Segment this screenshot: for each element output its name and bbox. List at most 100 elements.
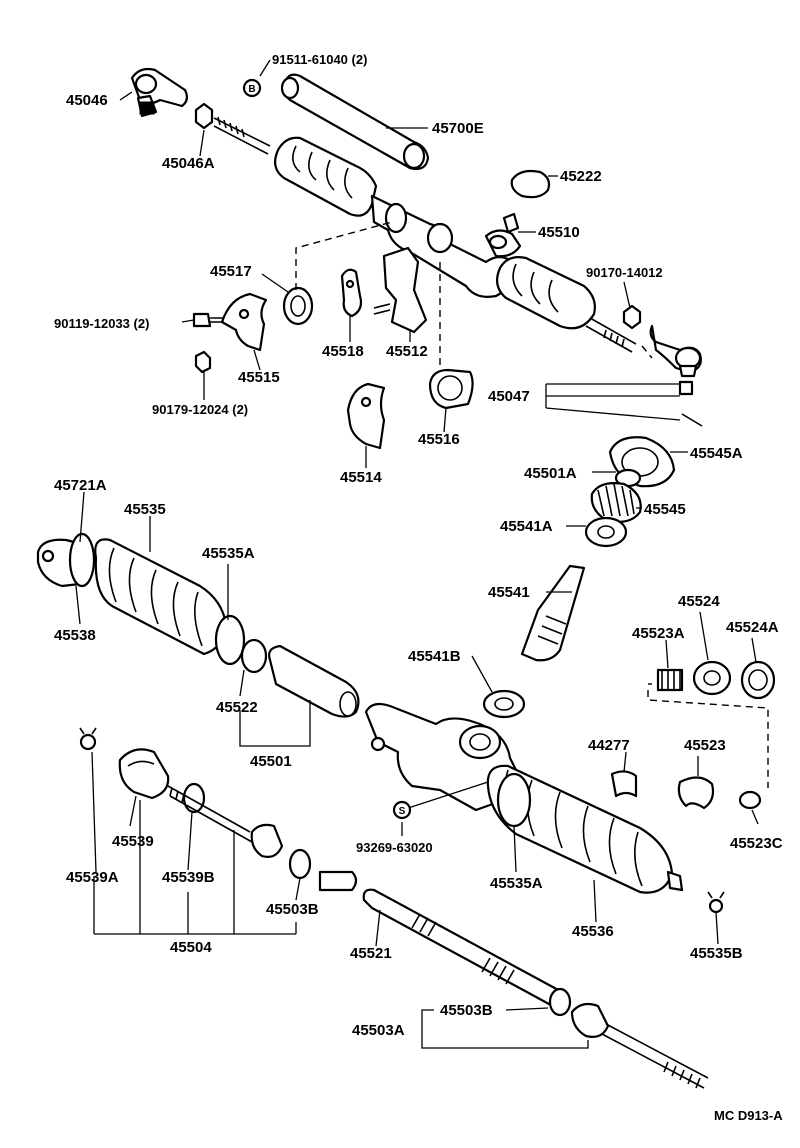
assembly-dashed-lines — [295, 221, 769, 788]
bracket-45514 — [346, 382, 386, 450]
label-45523A: 45523A — [632, 625, 685, 642]
label-45536: 45536 — [572, 923, 614, 940]
clip-45535B — [707, 891, 725, 914]
bushing-45522 — [240, 638, 268, 674]
cap-45222 — [510, 169, 551, 199]
clip-45539A — [79, 727, 97, 751]
ball-joint-right — [570, 1002, 610, 1038]
label-45047: 45047 — [488, 388, 530, 405]
clip-44277 — [610, 770, 638, 798]
outer-tie-rod-thread-left — [213, 116, 271, 155]
dust-seal-45517 — [282, 286, 314, 326]
seat-45523C — [738, 790, 762, 810]
ring-45538 — [68, 532, 96, 588]
label-45501: 45501 — [250, 753, 292, 770]
rack-housing-45510 — [364, 702, 520, 812]
label-45541A: 45541A — [500, 518, 553, 535]
bracket-45515 — [220, 292, 268, 352]
tie-rod-end-right — [649, 324, 702, 378]
bellows-boot-top-left — [273, 136, 378, 217]
lock-nut-45524A — [740, 660, 776, 700]
tube-45700E — [280, 73, 430, 170]
label-45523: 45523 — [684, 737, 726, 754]
leader-lines — [75, 59, 759, 1049]
badge-b: B — [242, 78, 262, 98]
bolt-90119 — [192, 312, 224, 328]
label-45512: 45512 — [386, 343, 428, 360]
boot-45539 — [118, 748, 170, 800]
label-45521: 45521 — [350, 945, 392, 962]
diagram-code: MC D913-A — [714, 1108, 783, 1123]
inner-tie-rod-left — [167, 785, 253, 843]
guide-45523 — [677, 776, 715, 810]
badge-s-text: S — [399, 806, 406, 817]
washer-45539B — [182, 782, 206, 814]
label-45514: 45514 — [340, 469, 382, 486]
label-45510: 45510 — [538, 224, 580, 241]
label-45522: 45522 — [216, 699, 258, 716]
bellows-boot-top-right — [495, 256, 596, 330]
clamp-45535A-lower — [496, 772, 532, 828]
adjusting-nut-45545 — [590, 482, 642, 523]
label-45046A: 45046A — [162, 155, 215, 172]
bracket-45512 — [373, 246, 428, 334]
sleeve — [318, 870, 358, 892]
washer-45503B-bottom — [548, 987, 572, 1017]
label-45222: 45222 — [560, 168, 602, 185]
label-45535A-bottom: 45535A — [490, 875, 543, 892]
spring-45523A — [656, 668, 684, 692]
plug-45524 — [692, 660, 732, 696]
nut-90170 — [622, 304, 642, 330]
label-45501A: 45501A — [524, 465, 577, 482]
label-45518: 45518 — [322, 343, 364, 360]
rack-housing-top — [370, 194, 522, 298]
badge-s: S — [392, 800, 412, 820]
bearing-45541B — [482, 689, 526, 719]
cotter-pin-45047 — [678, 380, 703, 427]
label-45503A: 45503A — [352, 1022, 405, 1039]
label-90170-14012: 90170-14012 — [586, 265, 663, 280]
pinion-shaft-45541 — [520, 564, 586, 662]
label-45504: 45504 — [170, 939, 212, 956]
label-90179-12024: 90179-12024 (2) — [152, 402, 248, 417]
label-45535: 45535 — [124, 501, 166, 518]
label-93269-63020: 93269-63020 — [356, 840, 433, 855]
badge-b-text: B — [248, 84, 255, 95]
label-45535A-top: 45535A — [202, 545, 255, 562]
inner-tie-rod-right — [601, 1023, 709, 1089]
label-45524A: 45524A — [726, 619, 779, 636]
label-45524: 45524 — [678, 593, 720, 610]
label-45545A: 45545A — [690, 445, 743, 462]
bushing-45516 — [428, 368, 474, 410]
label-45545: 45545 — [644, 501, 686, 518]
label-91511-61040: 91511-61040 (2) — [272, 52, 367, 67]
label-45539: 45539 — [112, 833, 154, 850]
label-45538: 45538 — [54, 627, 96, 644]
label-45517: 45517 — [210, 263, 252, 280]
tie-rod-end-45046 — [130, 67, 189, 118]
label-45516: 45516 — [418, 431, 460, 448]
label-44277: 44277 — [588, 737, 630, 754]
bearing-45541A — [584, 516, 628, 548]
label-45539A: 45539A — [66, 869, 119, 886]
clamp-45518 — [340, 268, 363, 318]
label-45539B: 45539B — [162, 869, 215, 886]
label-45523C: 45523C — [730, 835, 783, 852]
label-45535B: 45535B — [690, 945, 743, 962]
ball-joint-left — [250, 823, 284, 858]
label-45046: 45046 — [66, 92, 108, 109]
nut-90179 — [194, 350, 212, 374]
lock-nut-45046A — [194, 102, 214, 130]
label-45541: 45541 — [488, 584, 530, 601]
label-90119-12033: 90119-12033 (2) — [54, 316, 149, 331]
rack-45521 — [362, 888, 568, 1012]
label-45503B-bottom: 45503B — [440, 1002, 493, 1019]
label-45541B: 45541B — [408, 648, 461, 665]
label-45515: 45515 — [238, 369, 280, 386]
rack-tube-45501 — [268, 644, 360, 718]
label-45700E: 45700E — [432, 120, 484, 137]
clamp-45535A — [214, 614, 246, 666]
label-45503B-left: 45503B — [266, 901, 319, 918]
